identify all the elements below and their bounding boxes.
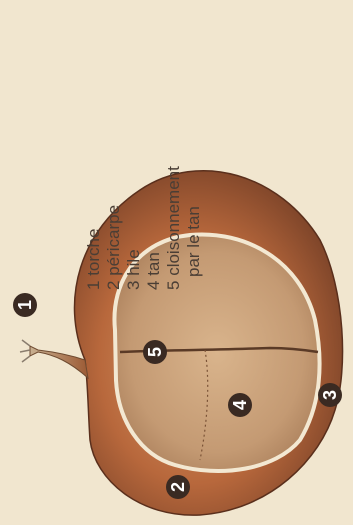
legend-label: torche <box>84 229 103 276</box>
legend-item-2: 2 péricarpe <box>104 30 124 290</box>
legend-number: 1 <box>84 281 103 290</box>
legend-number: 4 <box>144 281 163 290</box>
legend-number: 3 <box>124 281 143 290</box>
marker-2: 2 <box>166 475 190 499</box>
legend-label: tan <box>144 252 163 276</box>
legend-label: péricarpe <box>104 205 123 276</box>
legend-number: 5 <box>164 281 183 290</box>
legend-label: cloisonnement <box>164 166 183 276</box>
legend-number: 2 <box>104 281 123 290</box>
marker-5: 5 <box>143 340 167 364</box>
torch-shape <box>30 346 88 378</box>
marker-4-label: 4 <box>230 400 250 410</box>
marker-5-label: 5 <box>145 347 165 357</box>
legend: 1 torche 2 péricarpe 3 hile 4 tan 5 cloi… <box>84 30 194 290</box>
legend-item-1: 1 torche <box>84 30 104 290</box>
marker-4: 4 <box>228 393 252 417</box>
marker-3-label: 3 <box>320 390 340 400</box>
marker-2-label: 2 <box>168 482 188 492</box>
legend-label: hile <box>124 249 143 275</box>
marker-1-label: 1 <box>15 300 35 310</box>
marker-3: 3 <box>318 383 342 407</box>
legend-item-5: 5 cloisonnement par le tan <box>164 30 204 290</box>
marker-1: 1 <box>13 293 37 317</box>
legend-label-continued: par le tan <box>184 30 204 290</box>
torch-tips <box>20 340 30 362</box>
legend-item-4: 4 tan <box>144 30 164 290</box>
legend-item-3: 3 hile <box>124 30 144 290</box>
